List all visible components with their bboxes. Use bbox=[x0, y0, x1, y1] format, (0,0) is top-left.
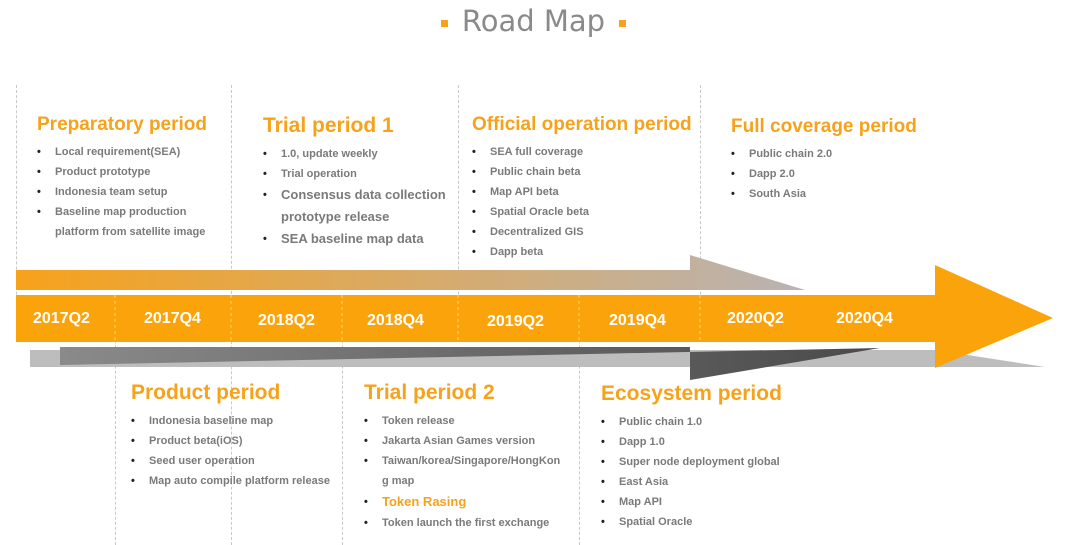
list-item: Public chain 2.0 bbox=[731, 144, 917, 164]
list-item: Jakarta Asian Games version bbox=[364, 431, 562, 451]
quarter-label: 2020Q2 bbox=[727, 310, 784, 327]
quarter-label: 2019Q2 bbox=[487, 313, 544, 330]
divider bbox=[579, 295, 580, 545]
period-official-operation: Official operation period SEA full cover… bbox=[472, 114, 692, 262]
list-item-highlight: Token Rasing bbox=[364, 491, 562, 513]
quarter-label: 2018Q4 bbox=[367, 312, 424, 329]
title-text: Road Map bbox=[461, 4, 606, 38]
page-title: Road Map bbox=[0, 4, 1067, 38]
period-title: Official operation period bbox=[472, 114, 692, 135]
main-arrow bbox=[16, 265, 1053, 368]
list-item: Local requirement(SEA) bbox=[37, 142, 215, 162]
list-item: Map API bbox=[601, 492, 782, 512]
period-trial-1: Trial period 1 1.0, update weeklyTrial o… bbox=[263, 114, 451, 250]
quarter-label: 2018Q2 bbox=[258, 312, 315, 329]
list-item: Decentralized GIS bbox=[472, 222, 692, 242]
list-item: Seed user operation bbox=[131, 451, 330, 471]
list-item: Token launch the first exchange bbox=[364, 513, 562, 533]
list-item: Consensus data collection prototype rele… bbox=[263, 184, 451, 228]
quarter-label: 2020Q4 bbox=[836, 310, 893, 327]
list-item: SEA baseline map data bbox=[263, 228, 451, 250]
list-item: Product beta(iOS) bbox=[131, 431, 330, 451]
period-title: Product period bbox=[131, 381, 281, 404]
period-title: Preparatory period bbox=[37, 114, 207, 135]
divider bbox=[342, 295, 343, 545]
list-item: East Asia bbox=[601, 472, 782, 492]
bottom-arrow bbox=[60, 347, 880, 380]
quarter-label: 2017Q4 bbox=[144, 310, 201, 327]
period-title: Trial period 1 bbox=[263, 114, 394, 137]
list-item: Public chain 1.0 bbox=[601, 412, 782, 432]
divider bbox=[700, 85, 701, 340]
list-item: South Asia bbox=[731, 184, 917, 204]
list-item: SEA full coverage bbox=[472, 142, 692, 162]
period-product: Product period Indonesia baseline mapPro… bbox=[131, 381, 330, 491]
period-trial-2: Trial period 2 Token releaseJakarta Asia… bbox=[364, 381, 562, 533]
period-title: Trial period 2 bbox=[364, 381, 495, 404]
list-item: 1.0, update weekly bbox=[263, 144, 451, 164]
period-full-coverage: Full coverage period Public chain 2.0Dap… bbox=[731, 116, 917, 204]
list-item: Public chain beta bbox=[472, 162, 692, 182]
list-item: Indonesia team setup bbox=[37, 182, 215, 202]
list-item: Super node deployment global bbox=[601, 452, 782, 472]
list-item: Token release bbox=[364, 411, 562, 431]
period-title: Ecosystem period bbox=[601, 382, 782, 405]
list-item: Baseline map production platform from sa… bbox=[37, 202, 215, 242]
quarter-label: 2019Q4 bbox=[609, 312, 666, 329]
square-icon bbox=[619, 19, 627, 27]
quarter-label: 2017Q2 bbox=[33, 310, 90, 327]
period-preparatory: Preparatory period Local requirement(SEA… bbox=[37, 114, 215, 242]
divider bbox=[115, 295, 116, 545]
divider bbox=[16, 85, 17, 340]
list-item: Indonesia baseline map bbox=[131, 411, 330, 431]
list-item: Dapp 1.0 bbox=[601, 432, 782, 452]
list-item: Taiwan/korea/Singapore/HongKong map bbox=[364, 451, 562, 491]
list-item: Spatial Oracle bbox=[601, 512, 782, 532]
list-item: Spatial Oracle beta bbox=[472, 202, 692, 222]
list-item: Map auto compile platform release bbox=[131, 471, 330, 491]
list-item: Dapp 2.0 bbox=[731, 164, 917, 184]
list-item: Product prototype bbox=[37, 162, 215, 182]
period-title: Full coverage period bbox=[731, 116, 917, 137]
divider bbox=[458, 85, 459, 340]
list-item: Trial operation bbox=[263, 164, 451, 184]
top-arrow bbox=[16, 255, 805, 290]
list-item: Map API beta bbox=[472, 182, 692, 202]
list-item: Dapp beta bbox=[472, 242, 692, 262]
period-ecosystem: Ecosystem period Public chain 1.0Dapp 1.… bbox=[601, 382, 782, 532]
square-icon bbox=[440, 19, 448, 27]
